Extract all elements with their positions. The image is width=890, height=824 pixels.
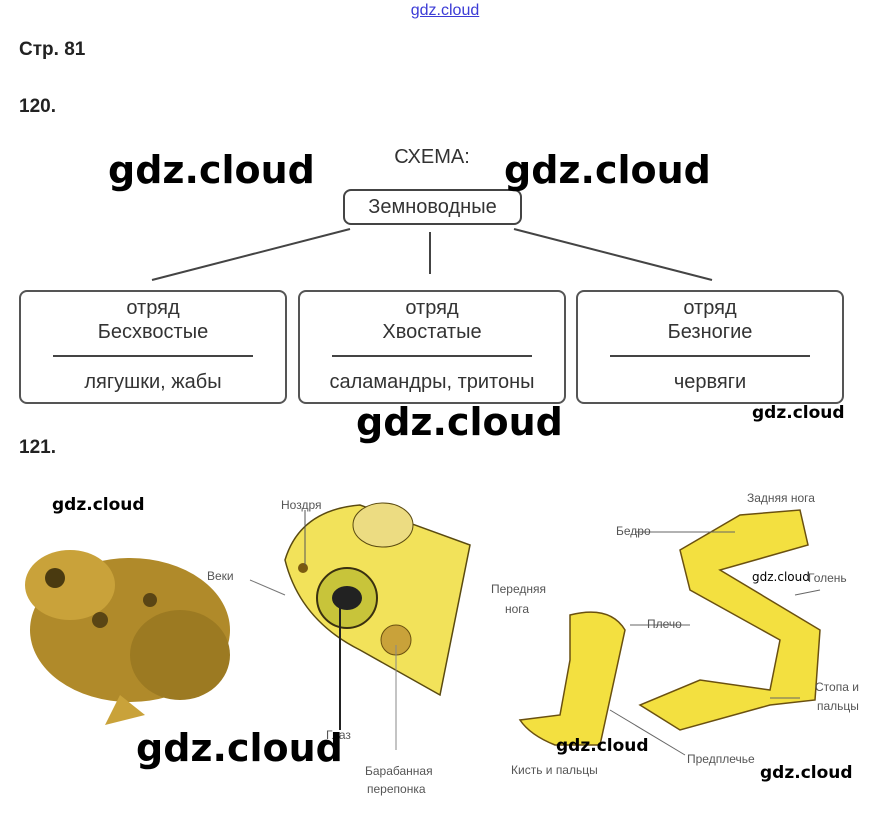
- frog-image: [25, 550, 230, 725]
- label-fore-leg-1: Передняя: [491, 582, 547, 596]
- label-eyelids: Веки: [207, 569, 234, 583]
- limbs-image: [518, 509, 821, 756]
- label-eardrum-1: Барабанная: [365, 764, 433, 778]
- watermark: gdz.cloud: [760, 763, 853, 783]
- watermark: gdz.cloud: [556, 736, 649, 756]
- order-examples: саламандры, тритоны: [329, 371, 535, 393]
- frog-head-image: [249, 502, 471, 750]
- order-box-apoda: отряд Безногие червяги: [576, 290, 844, 404]
- watermark: gdz.cloud: [108, 148, 315, 192]
- label-fore-leg-2: нога: [505, 602, 530, 616]
- page-label: Стр. 81: [19, 39, 86, 60]
- order-label: отряд: [405, 297, 459, 319]
- label-eardrum-2: перепонка: [367, 782, 426, 796]
- watermark: gdz.cloud: [356, 400, 563, 444]
- divider: [610, 355, 810, 357]
- order-label: отряд: [126, 297, 180, 319]
- scheme-connectors: [151, 228, 713, 281]
- label-hand: Кисть и пальцы: [511, 763, 598, 777]
- label-foot-2: пальцы: [817, 699, 859, 713]
- watermark: gdz.cloud: [752, 570, 810, 584]
- label-shin: Голень: [808, 571, 847, 585]
- scheme-root: Земноводные: [343, 189, 522, 225]
- watermark: gdz.cloud: [752, 403, 845, 423]
- frog-illustrations: [25, 502, 821, 756]
- top-link[interactable]: gdz.cloud: [410, 2, 480, 19]
- watermark: gdz.cloud: [504, 148, 711, 192]
- order-name: Хвостатые: [382, 321, 482, 343]
- task-121-number: 121.: [19, 437, 56, 458]
- order-name: Безногие: [667, 321, 753, 343]
- label-nostril: Ноздря: [281, 498, 322, 512]
- order-examples: лягушки, жабы: [84, 371, 222, 393]
- label-foot-1: Стопа и: [815, 680, 859, 694]
- order-box-caudata: отряд Хвостатые саламандры, тритоны: [298, 290, 566, 404]
- divider: [332, 355, 532, 357]
- order-box-anura: отряд Бесхвостые лягушки, жабы: [19, 290, 287, 404]
- watermark: gdz.cloud: [136, 726, 343, 770]
- order-label: отряд: [683, 297, 737, 319]
- label-forearm: Предплечье: [687, 752, 755, 766]
- watermark: gdz.cloud: [52, 495, 145, 515]
- label-thigh: Бедро: [616, 524, 651, 538]
- task-120-number: 120.: [19, 96, 56, 117]
- label-shoulder: Плечо: [647, 617, 682, 631]
- scheme-title: СХЕМА:: [394, 146, 470, 168]
- label-hind-leg: Задняя нога: [747, 491, 815, 505]
- label-eye: Глаз: [326, 728, 351, 742]
- order-examples: червяги: [673, 371, 747, 393]
- divider: [53, 355, 253, 357]
- order-name: Бесхвостые: [97, 321, 209, 343]
